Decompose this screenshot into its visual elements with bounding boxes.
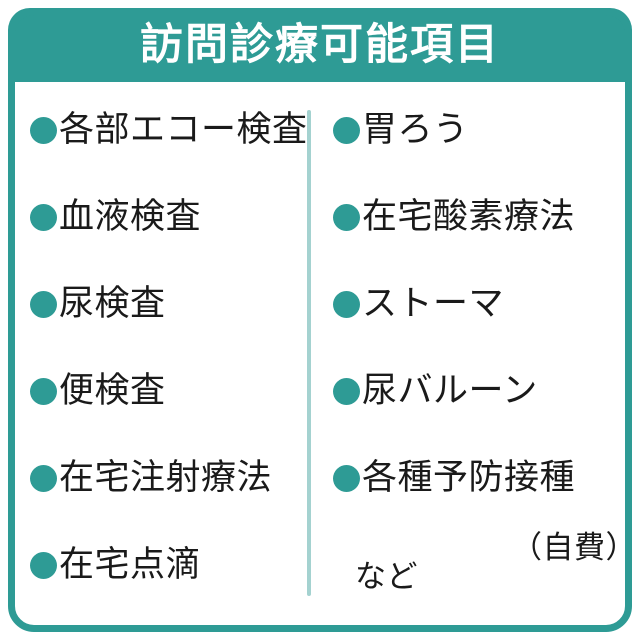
services-column-right: 胃ろう 在宅酸素療法 ストーマ 尿バルーン 各種予防接種 （自費） など [333, 82, 637, 640]
page-title: 訪問診療可能項目 [140, 20, 500, 69]
service-label: 便検査 [59, 371, 166, 410]
bullet-circle-icon [333, 117, 360, 144]
service-label: 胃ろう [362, 110, 469, 149]
list-item: 各部エコー検査 [30, 112, 308, 147]
service-label: ストーマ [362, 284, 505, 323]
bullet-circle-icon [333, 204, 360, 231]
bullet-circle-icon [30, 204, 57, 231]
list-item: ストーマ [333, 286, 504, 321]
bullet-circle-icon [30, 378, 57, 405]
bullet-circle-icon [333, 378, 360, 405]
bullet-circle-icon [30, 117, 57, 144]
list-item: 在宅酸素療法 [333, 199, 575, 234]
list-item: 便検査 [30, 373, 166, 408]
service-label: 各種予防接種 [362, 458, 576, 497]
bullet-circle-icon [333, 465, 360, 492]
card-header: 訪問診療可能項目 [8, 8, 632, 82]
list-item: 胃ろう [333, 112, 469, 147]
services-columns: 各部エコー検査 血液検査 尿検査 便検査 在宅注射療法 在宅点滴 [0, 82, 640, 640]
bullet-circle-icon [30, 291, 57, 318]
list-item: 血液検査 [30, 199, 201, 234]
list-item: 尿バルーン [333, 373, 538, 408]
self-pay-note: （自費） [511, 530, 637, 565]
column-divider [307, 110, 311, 596]
bullet-circle-icon [30, 552, 57, 579]
service-label: 尿検査 [59, 284, 166, 323]
etcetera-note: など [355, 559, 418, 594]
service-label: 各部エコー検査 [59, 110, 308, 149]
service-label: 在宅酸素療法 [362, 197, 576, 236]
service-label: 血液検査 [59, 197, 202, 236]
service-label: 在宅点滴 [59, 545, 202, 584]
list-item: 各種予防接種 [333, 460, 575, 495]
list-item: 在宅注射療法 [30, 460, 272, 495]
service-label: 尿バルーン [362, 371, 538, 410]
list-item: 尿検査 [30, 286, 166, 321]
list-item: 在宅点滴 [30, 547, 201, 582]
bullet-circle-icon [30, 465, 57, 492]
bullet-circle-icon [333, 291, 360, 318]
services-column-left: 各部エコー検査 血液検査 尿検査 便検査 在宅注射療法 在宅点滴 [30, 82, 307, 640]
service-label: 在宅注射療法 [59, 458, 273, 497]
